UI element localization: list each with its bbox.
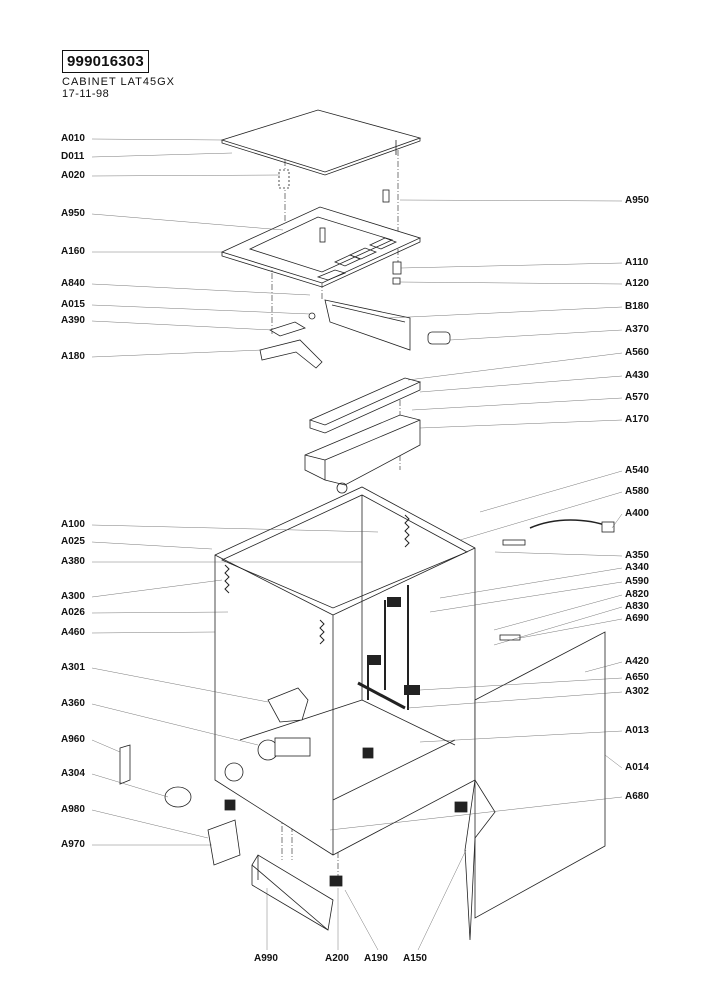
part-label-a540: A540: [625, 465, 649, 476]
part-label-a013: A013: [625, 725, 649, 736]
part-label-a170: A170: [625, 414, 649, 425]
part-label-a960: A960: [61, 734, 85, 745]
part-label-a580: A580: [625, 486, 649, 497]
part-label-a360: A360: [61, 698, 85, 709]
part-label-a200: A200: [325, 953, 349, 964]
part-label-a110: A110: [625, 257, 649, 268]
part-label-a830: A830: [625, 601, 649, 612]
part-label-a980: A980: [61, 804, 85, 815]
part-label-a301: A301: [61, 662, 85, 673]
top-cover-part: [220, 109, 422, 176]
part-label-a590: A590: [625, 576, 649, 587]
part-label-a180: A180: [61, 351, 85, 362]
part-label-a970: A970: [61, 839, 85, 850]
part-label-a350: A350: [625, 550, 649, 561]
part-label-a304: A304: [61, 768, 85, 779]
part-label-a026: A026: [61, 607, 85, 618]
part-label-a300: A300: [61, 591, 85, 602]
part-label-a950: A950: [625, 195, 649, 206]
part-label-a120: A120: [625, 278, 649, 289]
plinth-part: [251, 854, 334, 931]
part-label-a025: A025: [61, 536, 85, 547]
part-label-a420: A420: [625, 656, 649, 667]
document-title: CABINET LAT45GX: [62, 76, 176, 88]
part-label-a302: A302: [625, 686, 649, 697]
document-header: 999016303 CABINET LAT45GX 17-11-98: [62, 50, 175, 100]
part-label-a560: A560: [625, 347, 649, 358]
part-label-a380: A380: [61, 556, 85, 567]
part-label-a950: A950: [61, 208, 85, 219]
pump-part: [257, 687, 311, 761]
side-panel-part: [464, 631, 606, 941]
part-label-a820: A820: [625, 589, 649, 600]
part-label-a650: A650: [625, 672, 649, 683]
bracket-part: [259, 312, 323, 369]
capacitor-part: [427, 331, 451, 345]
part-label-a100: A100: [61, 519, 85, 530]
part-label-a690: A690: [625, 613, 649, 624]
part-label-a190: A190: [364, 953, 388, 964]
part-label-a840: A840: [61, 278, 85, 289]
part-label-a990: A990: [254, 953, 278, 964]
top-frame-part: [220, 206, 422, 288]
rail-part: [324, 299, 411, 351]
part-label-d011: D011: [61, 151, 85, 162]
document-number: 999016303: [62, 50, 149, 73]
cabinet-body-part: [214, 486, 476, 856]
part-label-a390: A390: [61, 315, 85, 326]
part-label-b180: B180: [625, 301, 649, 312]
foot-part: [224, 747, 468, 887]
part-label-a460: A460: [61, 627, 85, 638]
part-label-a160: A160: [61, 246, 85, 257]
part-label-a430: A430: [625, 370, 649, 381]
part-label-a680: A680: [625, 791, 649, 802]
document-date: 17-11-98: [62, 88, 110, 100]
part-label-a370: A370: [625, 324, 649, 335]
part-label-a020: A020: [61, 170, 85, 181]
part-label-a400: A400: [625, 508, 649, 519]
part-label-a150: A150: [403, 953, 427, 964]
part-label-a015: A015: [61, 299, 85, 310]
part-label-a570: A570: [625, 392, 649, 403]
dispenser-part: [304, 377, 422, 494]
part-label-a014: A014: [625, 762, 649, 773]
shock-absorber-part: [367, 585, 420, 710]
part-label-a010: A010: [61, 133, 85, 144]
part-label-a340: A340: [625, 562, 649, 573]
spring-part: [224, 514, 410, 645]
